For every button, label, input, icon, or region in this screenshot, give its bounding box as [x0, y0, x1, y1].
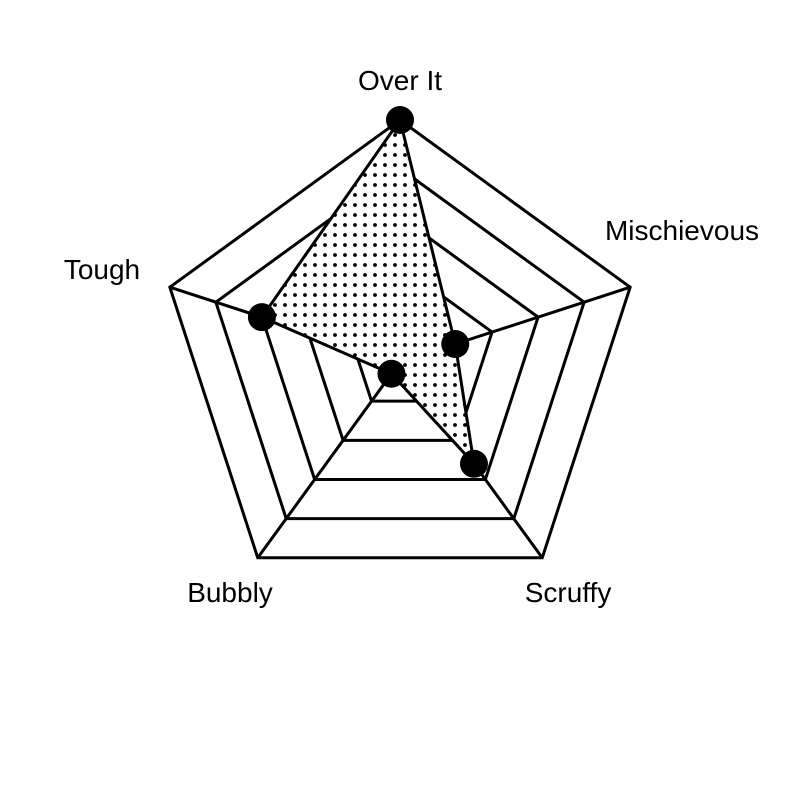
data-point-scruffy: [459, 449, 488, 478]
axis-label-tough: Tough: [64, 254, 140, 285]
axis-label-scruffy: Scruffy: [525, 577, 612, 608]
spoke-bubbly: [256, 361, 402, 559]
series-area-0: [260, 118, 476, 466]
axis-label-over-it: Over It: [358, 65, 442, 96]
data-series: [247, 106, 488, 478]
data-point-mischievous: [441, 330, 470, 359]
data-point-over-it: [386, 106, 414, 134]
grid-ring-4: [214, 166, 586, 521]
axis-label-mischievous: Mischievous: [605, 215, 759, 246]
data-point-bubbly: [377, 359, 406, 388]
axis-label-bubbly: Bubbly: [187, 577, 273, 608]
radar-grid: [168, 118, 632, 560]
data-point-tough: [247, 303, 276, 332]
grid-ring-5: [168, 118, 632, 560]
